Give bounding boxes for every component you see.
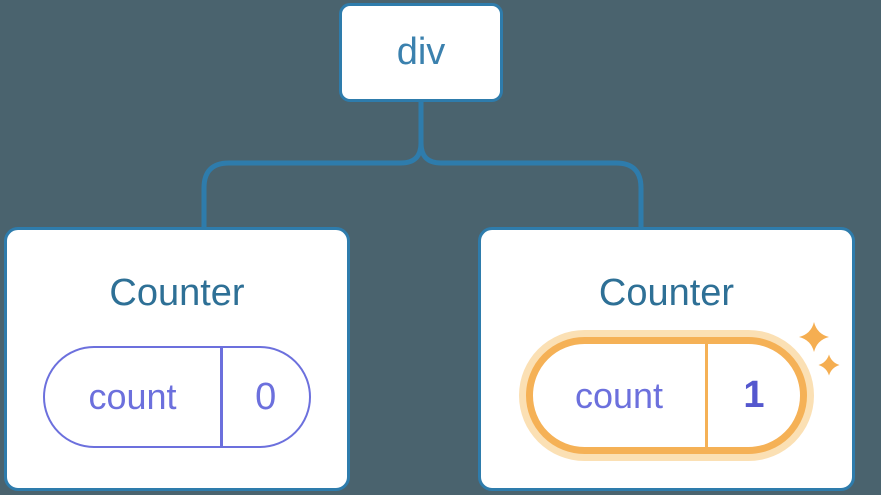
state-pill-highlighted: count 1: [526, 337, 807, 454]
connector-right-branch: [418, 101, 644, 229]
state-pill: count 0: [43, 346, 311, 448]
state-value: 0: [255, 375, 277, 418]
counter-card-right: Counter count 1: [478, 227, 855, 491]
sparkle-small-icon: [818, 354, 840, 376]
counter-card-left: Counter count 0: [4, 227, 350, 491]
component-title: Counter: [598, 272, 735, 314]
pill-divider: [220, 348, 223, 446]
sparkle-icon: [799, 322, 840, 376]
root-node-div: div: [339, 3, 503, 102]
sparkle-large-icon: [799, 322, 829, 352]
state-pill-highlight-halo: count 1: [519, 330, 814, 461]
component-title: Counter: [109, 272, 245, 314]
root-node-label: div: [396, 31, 446, 73]
pill-divider: [705, 344, 708, 447]
connector-left-branch: [201, 101, 424, 229]
state-value: 1: [743, 374, 765, 416]
state-key-label: count: [88, 376, 177, 417]
state-key-label: count: [574, 374, 664, 416]
